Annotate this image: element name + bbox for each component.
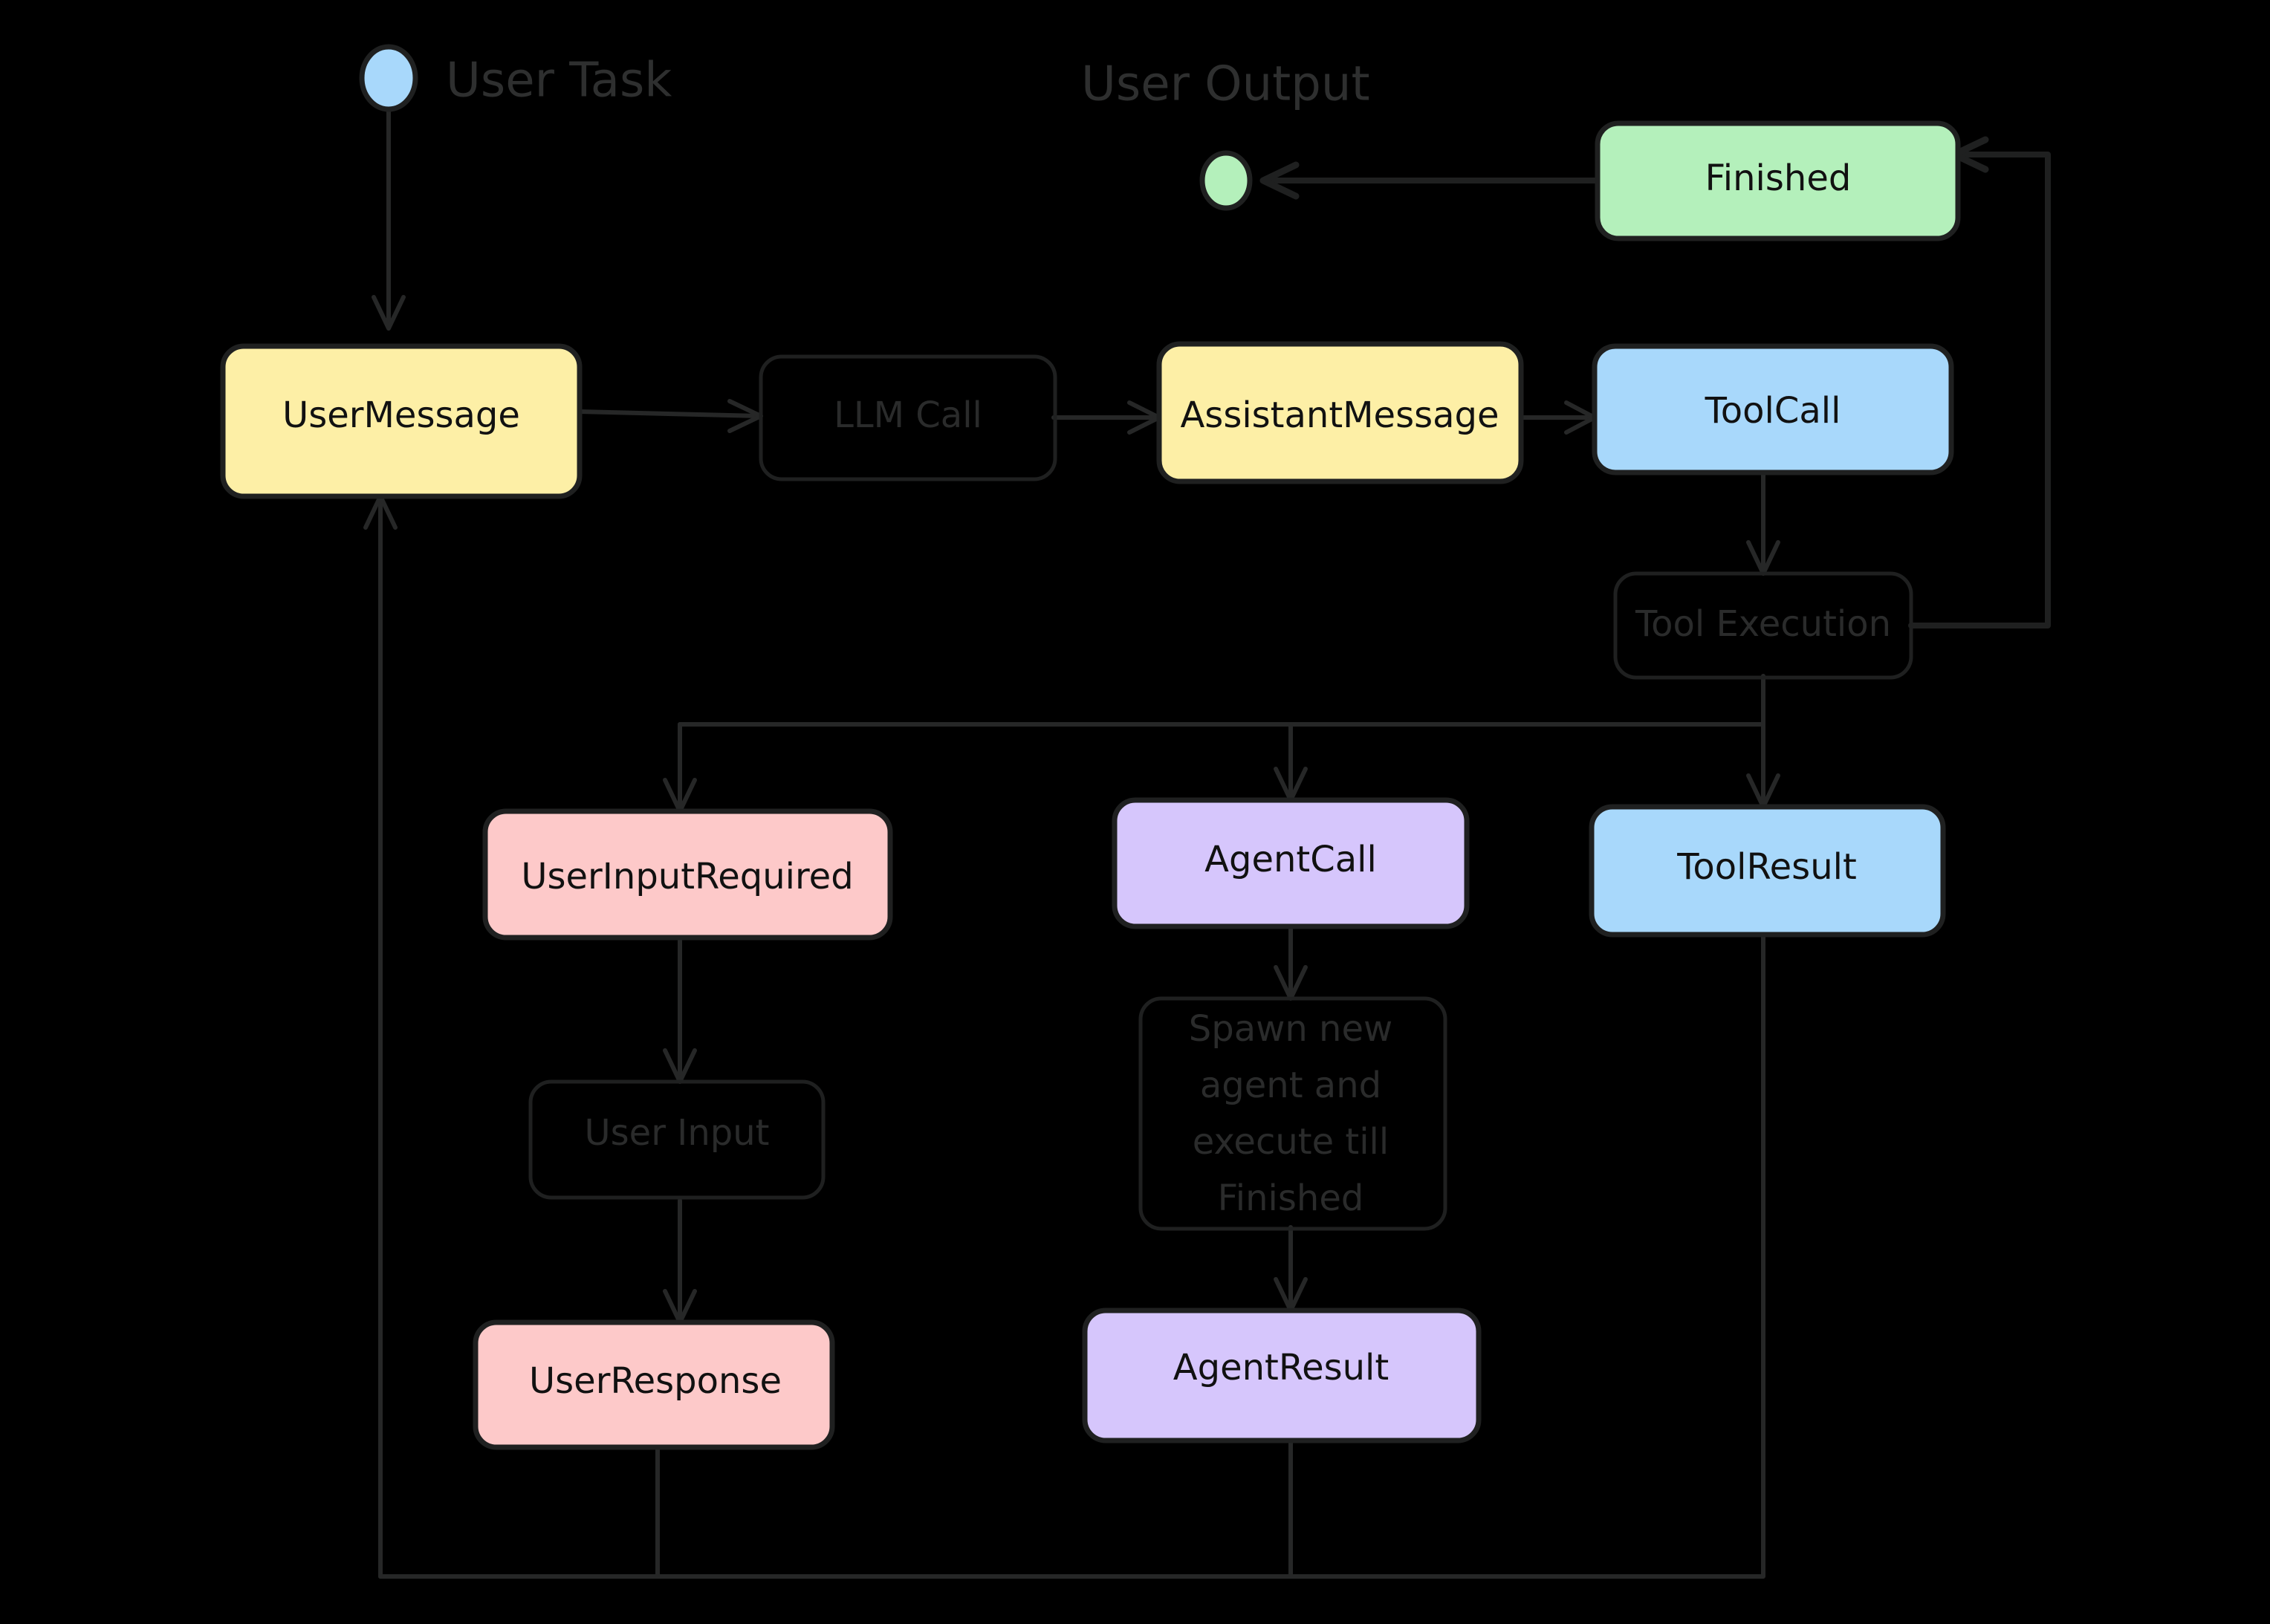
node-finished[interactable]: Finished <box>1595 120 1961 241</box>
node-assistantmessage-label: AssistantMessage <box>1180 394 1499 436</box>
edge-toolcall-to-toolexecution <box>1746 466 1780 576</box>
node-userresponse-label: UserResponse <box>529 1360 782 1402</box>
edge-branch-to-userinputrequired <box>663 722 697 813</box>
node-toolcall[interactable]: ToolCall <box>1592 343 1954 475</box>
node-finished-label: Finished <box>1705 157 1852 199</box>
node-finished-shape <box>1595 120 1961 241</box>
edge-userinput-to-userresponse <box>663 1198 697 1325</box>
node-assistantmessage-shape <box>1156 341 1524 484</box>
edge-toolexecution-branch-bus <box>678 674 1765 727</box>
node-userresponse-shape <box>473 1319 835 1450</box>
node-agentresult[interactable]: AgentResult <box>1082 1308 1482 1443</box>
node-userinputrequired-label: UserInputRequired <box>521 856 853 897</box>
edge-start-to-usermessage <box>372 108 406 331</box>
node-userinput-label: User Input <box>585 1112 770 1154</box>
node-userresponse[interactable]: UserResponse <box>473 1319 835 1450</box>
node-spawnagent-line-4: Finished <box>1218 1178 1364 1219</box>
node-userinput-shape <box>528 1079 826 1200</box>
edge-userinputrequired-to-userinput <box>663 935 697 1084</box>
node-userinputrequired[interactable]: UserInputRequired <box>482 808 893 941</box>
node-userinput[interactable]: User Input <box>528 1079 826 1200</box>
node-assistantmessage[interactable]: AssistantMessage <box>1156 341 1524 484</box>
edge-toolresult-to-usermessage <box>378 932 1765 1579</box>
node-llmcall[interactable]: LLM Call <box>759 354 1057 481</box>
start-circle-icon <box>359 44 418 112</box>
edge-branch-to-toolresult <box>1746 722 1780 809</box>
node-agentresult-label: AgentResult <box>1173 1347 1389 1388</box>
node-toolexecution[interactable]: Tool Execution <box>1613 571 1913 680</box>
edge-return-riser <box>363 494 398 1579</box>
node-agentcall[interactable]: AgentCall <box>1112 797 1470 929</box>
edge-userresponse-to-usermessage <box>378 1444 660 1579</box>
edge-spawnagent-to-agentresult <box>1274 1225 1308 1313</box>
node-userinputrequired-shape <box>482 808 893 941</box>
node-spawnagent-line-2: agent and <box>1200 1065 1381 1106</box>
node-agentcall-shape <box>1112 797 1470 929</box>
node-usermessage-label: UserMessage <box>282 394 520 436</box>
start-node-user-task[interactable]: User Task <box>359 44 672 112</box>
node-spawnagent-shape <box>1138 996 1447 1231</box>
start-node-label: User Task <box>446 53 672 108</box>
end-circle-icon <box>1199 150 1253 211</box>
node-agentresult-shape <box>1082 1308 1482 1443</box>
edge-usermessage-to-llmcall <box>577 399 763 433</box>
edge-agentcall-to-spawnagent <box>1274 923 1308 1001</box>
edge-llmcall-to-assistantmessage <box>1051 400 1161 435</box>
node-toolresult[interactable]: ToolResult <box>1589 804 1946 938</box>
node-toolcall-shape <box>1592 343 1954 475</box>
node-toolexecution-shape <box>1613 571 1913 680</box>
node-usermessage-shape <box>220 343 583 499</box>
node-spawnagent[interactable]: Spawn new agent and execute till Finishe… <box>1138 996 1447 1231</box>
edge-finished-to-end <box>1259 161 1602 200</box>
node-toolresult-shape <box>1589 804 1946 938</box>
node-toolresult-label: ToolResult <box>1676 846 1857 888</box>
edge-assistantmessage-to-toolcall <box>1519 400 1597 435</box>
node-spawnagent-line-1: Spawn new <box>1189 1008 1393 1050</box>
edge-branch-to-agentcall <box>1274 722 1308 802</box>
node-spawnagent-line-3: execute till <box>1193 1121 1389 1163</box>
node-agentcall-label: AgentCall <box>1204 839 1377 880</box>
edge-layer <box>363 108 2051 1579</box>
end-node-user-output[interactable]: User Output <box>1081 57 1370 211</box>
node-llmcall-shape <box>759 354 1057 481</box>
node-usermessage[interactable]: UserMessage <box>220 343 583 499</box>
node-toolexecution-label: Tool Execution <box>1635 603 1891 645</box>
end-node-label: User Output <box>1081 57 1370 112</box>
node-toolcall-label: ToolCall <box>1705 390 1841 432</box>
node-llmcall-label: LLM Call <box>834 394 982 436</box>
